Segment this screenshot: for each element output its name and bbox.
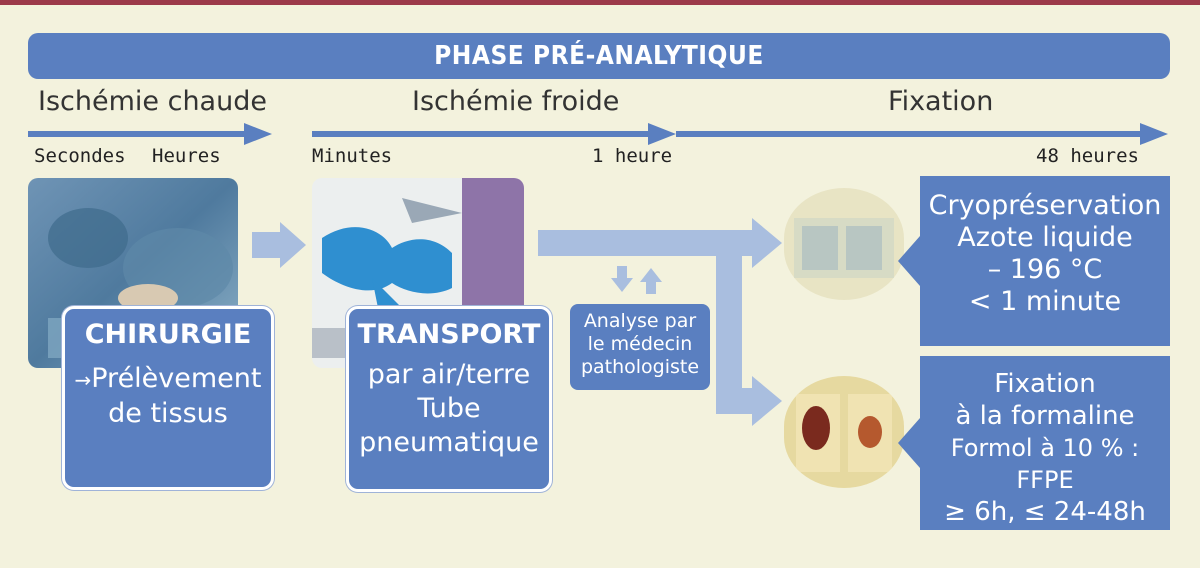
right-arrow-icon: → xyxy=(74,368,92,392)
header-fixation: Fixation xyxy=(888,86,994,117)
timeline-arrows xyxy=(28,123,1168,145)
surgery-line1: →Prélèvement xyxy=(65,362,271,397)
timeline-arrow-warm xyxy=(28,123,272,145)
analysis-line1: Analyse par xyxy=(583,310,697,332)
surgery-line2: de tissus xyxy=(108,398,228,429)
surgery-title: CHIRURGIE xyxy=(84,319,252,350)
analysis-line3: pathologiste xyxy=(580,356,700,378)
cryo-panel: Cryopréservation Azote liquide – 196 °C … xyxy=(898,176,1170,346)
flow-arrow-surgery-transport xyxy=(252,222,306,268)
surgery-line1-text: Prélèvement xyxy=(91,363,262,394)
phase-title: PHASE PRÉ-ANALYTIQUE xyxy=(434,41,764,71)
cryo-line1: Cryopréservation xyxy=(928,190,1162,221)
top-accent-bar xyxy=(0,0,1200,5)
fix-line2: à la formaline xyxy=(955,401,1135,431)
cryo-line4: < 1 minute xyxy=(968,286,1122,317)
timeline-arrow-cold xyxy=(312,123,676,145)
phase-banner: PHASE PRÉ-ANALYTIQUE xyxy=(28,33,1170,79)
analysis-line2: le médecin xyxy=(587,333,693,355)
surgery-panel: CHIRURGIE →Prélèvement de tissus xyxy=(62,306,274,490)
cryo-line2: Azote liquide xyxy=(957,222,1133,253)
flow-arrows xyxy=(252,218,782,426)
tick-48-hours: 48 heures xyxy=(1036,145,1139,167)
transport-title: TRANSPORT xyxy=(357,319,541,350)
tick-hours: Heures xyxy=(152,145,221,167)
analysis-box: Analyse par le médecin pathologiste xyxy=(570,304,710,390)
fix-line1: Fixation xyxy=(994,369,1096,399)
cryo-photo xyxy=(784,188,904,300)
timeline-arrow-fixation xyxy=(676,123,1168,145)
fix-line4: ≥ 6h, ≤ 24-48h xyxy=(944,497,1146,527)
header-cold-ischemia: Ischémie froide xyxy=(412,86,620,117)
tick-seconds: Secondes xyxy=(34,145,126,167)
flow-arrow-transport-branch xyxy=(538,218,782,426)
transport-line3: pneumatique xyxy=(359,427,539,458)
exchange-arrows xyxy=(611,266,662,294)
transport-panel: TRANSPORT par air/terre Tube pneumatique xyxy=(346,306,552,492)
transport-line1: par air/terre xyxy=(367,359,531,390)
tick-minutes: Minutes xyxy=(312,145,393,167)
transport-line2: Tube xyxy=(417,393,481,424)
tick-one-hour: 1 heure xyxy=(592,145,673,167)
fixation-panel: Fixation à la formaline Formol à 10 % : … xyxy=(898,356,1170,530)
header-warm-ischemia: Ischémie chaude xyxy=(38,86,267,117)
fix-line3: Formol à 10 % : FFPE xyxy=(950,434,1140,494)
fixation-photo xyxy=(784,376,904,488)
cryo-line3: – 196 °C xyxy=(987,254,1103,285)
